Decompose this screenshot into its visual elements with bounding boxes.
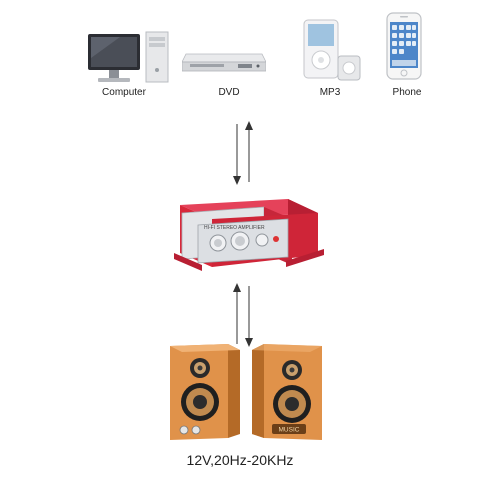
amplifier-icon: HI-FI STEREO AMPLIFIER	[174, 199, 324, 271]
source-label-phone: Phone	[392, 87, 422, 98]
amplifier-panel-text: HI-FI STEREO AMPLIFIER	[204, 225, 265, 231]
arrow-up-icon	[245, 121, 253, 182]
source-mp3	[300, 14, 366, 86]
speaker-icon: MUSIC	[252, 344, 322, 440]
spec-caption: 12V,20Hz-20KHz	[186, 452, 294, 468]
arrow-up-icon	[233, 283, 241, 344]
arrow-down-icon	[245, 286, 253, 347]
music-badge: MUSIC	[279, 427, 300, 434]
arrow-down-icon	[233, 124, 241, 185]
dvd-player-icon	[182, 53, 266, 72]
source-label-dvd: DVD	[218, 87, 240, 98]
source-computer	[80, 28, 180, 88]
speaker-left	[162, 340, 244, 444]
source-label-mp3: MP3	[319, 87, 341, 98]
computer-icon	[88, 31, 169, 83]
phone-icon	[386, 12, 422, 80]
source-label-computer: Computer	[102, 87, 146, 98]
speaker-right: MUSIC	[248, 340, 330, 444]
arrow-pair-lower	[228, 280, 258, 350]
arrow-pair-upper	[228, 118, 258, 188]
amplifier: HI-FI STEREO AMPLIFIER	[168, 195, 326, 277]
source-dvd	[182, 48, 266, 74]
mp3-player-icon	[303, 19, 361, 81]
source-phone	[385, 12, 425, 82]
speaker-icon	[170, 344, 240, 440]
